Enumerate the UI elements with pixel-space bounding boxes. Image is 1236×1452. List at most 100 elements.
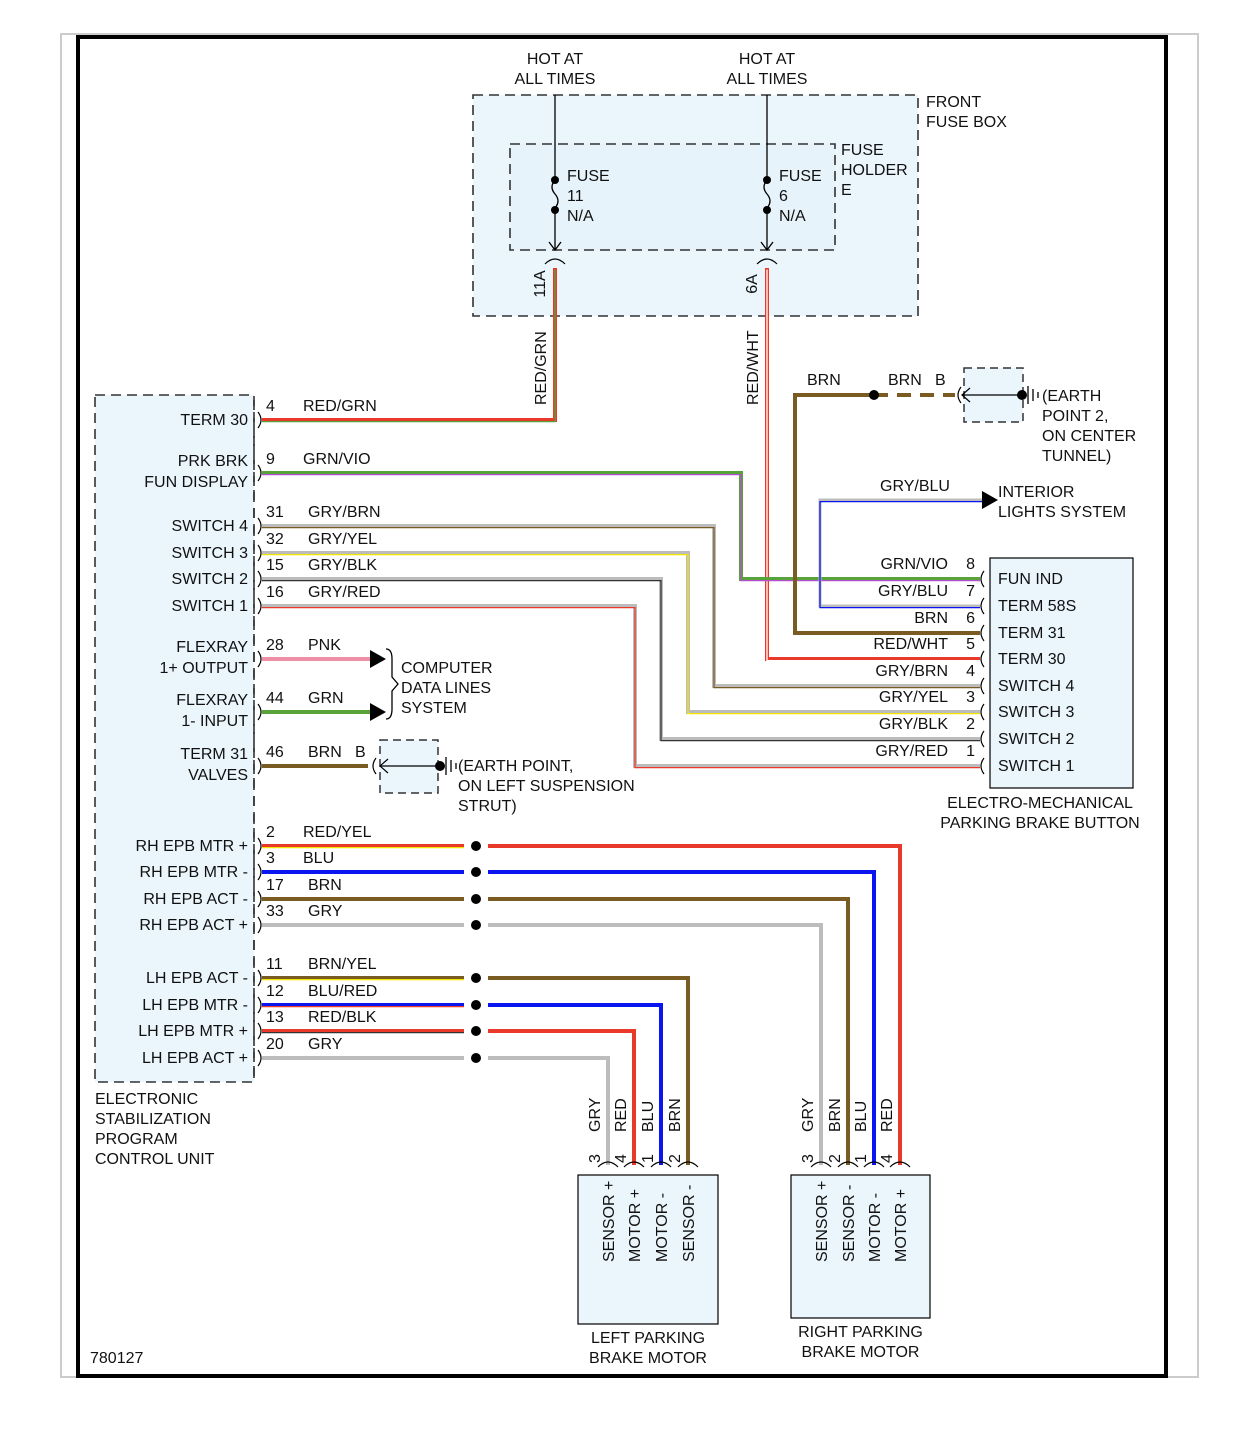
supply-label: ALL TIMES [727, 71, 808, 88]
motor-wire-color: BRN [667, 1098, 684, 1132]
motor-wire-color: GRY [800, 1097, 817, 1132]
esp-pin-number: 32 [266, 531, 284, 548]
button-connector-icon [980, 650, 985, 668]
wire-lh-motor-side [488, 1029, 636, 1165]
button-wire-color: GRY/YEL [879, 689, 948, 706]
arrow-right-icon [370, 703, 386, 721]
esp-pin-number: 13 [266, 1009, 284, 1026]
button-wire-color: GRY/BLK [879, 716, 948, 733]
motor-pin-label: SENSOR + [601, 1181, 618, 1262]
esp-pin-label: RH EPB MTR - [140, 864, 248, 881]
splice-dot [471, 841, 481, 851]
esp-pin-label: RH EPB ACT + [139, 917, 248, 934]
motor-connector-icon [810, 1161, 832, 1168]
button-pin-number: 8 [966, 556, 975, 573]
connector-icon [544, 258, 566, 265]
wire-rh-motor-side [488, 870, 876, 1165]
esp-pin-number: 4 [266, 398, 275, 415]
motor-pin-label: SENSOR + [814, 1181, 831, 1262]
esp-connector-icon [257, 837, 262, 855]
button-pin-number: 6 [966, 610, 975, 627]
wire-fun-display-stripe [262, 473, 980, 582]
fuse-label: N/A [567, 208, 594, 225]
fuse-label: N/A [779, 208, 806, 225]
fuse-label: 11 [567, 188, 584, 205]
button-connector-icon [980, 677, 985, 695]
wire-color-label: BRN [807, 372, 841, 389]
esp-unit-label: PROGRAM [95, 1131, 178, 1148]
motor-connector-icon [650, 1161, 672, 1168]
button-wire-color: GRY/BLU [878, 583, 948, 600]
left-motor-label: BRAKE MOTOR [589, 1350, 707, 1367]
earth-center-label: TUNNEL) [1042, 448, 1111, 465]
motor-pin-label: MOTOR - [867, 1193, 884, 1262]
earth-center-label: (EARTH [1042, 388, 1101, 405]
splice-dot [471, 867, 481, 877]
splice-dot [471, 920, 481, 930]
wire-rh-motor-side [488, 844, 902, 1165]
esp-pin-number: 44 [266, 690, 284, 707]
wire-switch-3-stripe [262, 553, 980, 715]
right-motor-label: BRAKE MOTOR [802, 1344, 920, 1361]
splice-dot [471, 1053, 481, 1063]
esp-pin-number: 31 [266, 504, 284, 521]
motor-wire-color: BRN [827, 1098, 844, 1132]
fuse-icon [763, 179, 771, 209]
esp-connector-icon [257, 969, 262, 987]
left-motor-box [577, 1174, 719, 1325]
motor-connector-icon [863, 1161, 885, 1168]
motor-connector-icon [677, 1161, 699, 1168]
earth-center-label: ON CENTER [1042, 428, 1136, 445]
button-wire-color: RED/WHT [873, 636, 948, 653]
wire-interior-lights-stripe [819, 500, 985, 609]
button-pin-label: SWITCH 1 [998, 758, 1075, 775]
esp-pin-label: LH EPB ACT + [142, 1050, 248, 1067]
wire-color-label: RED/GRN [533, 331, 550, 405]
button-wire-color: BRN [914, 610, 948, 627]
button-connector-icon [980, 730, 985, 748]
wire-color-label: GRY/BLU [880, 478, 950, 495]
wire-ground-center [793, 393, 980, 635]
supply-label: HOT AT [527, 51, 584, 68]
esp-wire-color: GRN/VIO [303, 451, 371, 468]
esp-connector-icon [257, 703, 262, 721]
splice-dot [471, 1000, 481, 1010]
motor-connector-icon [597, 1161, 619, 1168]
esp-wire-color: GRY/YEL [308, 531, 377, 548]
button-pin-number: 1 [966, 743, 975, 760]
fuse-terminal-label: 11A [532, 270, 549, 298]
motor-connector-icon [889, 1161, 911, 1168]
esp-pin-number: 15 [266, 557, 284, 574]
button-pin-label: SWITCH 4 [998, 678, 1075, 695]
figure-id: 780127 [90, 1350, 143, 1367]
button-connector-icon [980, 624, 985, 642]
right-motor-label: RIGHT PARKING [798, 1324, 923, 1341]
bracket-icon [385, 648, 399, 720]
esp-connector-icon [257, 517, 262, 535]
button-pin-label: TERM 58S [998, 598, 1076, 615]
motor-pin-label: SENSOR - [841, 1185, 858, 1262]
esp-pin-label: VALVES [188, 767, 248, 784]
arrow-down-icon [548, 241, 562, 252]
motor-pin-number: 3 [800, 1154, 817, 1163]
motor-connector-icon [623, 1161, 645, 1168]
supply-label: ALL TIMES [515, 71, 596, 88]
data-lines-label: DATA LINES [401, 680, 491, 697]
motor-pin-number: 4 [613, 1154, 630, 1163]
fuse-terminal-label: 6A [744, 274, 761, 294]
fuse-holder-label: FUSE [841, 142, 884, 159]
wire-rh-motor-side [488, 897, 850, 1165]
ground-icon [1027, 386, 1039, 404]
esp-connector-icon [257, 544, 262, 562]
esp-wire-color: GRY [308, 903, 343, 920]
button-pin-number: 7 [966, 583, 975, 600]
esp-connector-icon [257, 1022, 262, 1040]
fuse-holder-e [509, 143, 836, 251]
motor-pin-label: SENSOR - [681, 1185, 698, 1262]
esp-connector-icon [257, 996, 262, 1014]
esp-connector-icon [257, 863, 262, 881]
esp-connector-icon [257, 757, 262, 775]
esp-pin-label: FLEXRAY [176, 639, 248, 656]
esp-pin-number: 46 [266, 744, 284, 761]
